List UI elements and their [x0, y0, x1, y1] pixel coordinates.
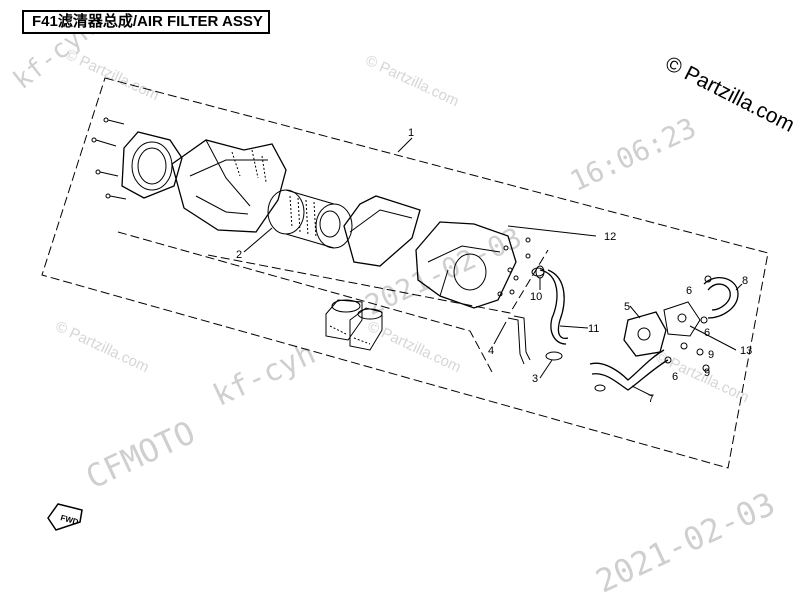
- airbox-upper-housing: [415, 221, 517, 309]
- fwd-label: FWD: [59, 513, 79, 526]
- callout-7: 7: [648, 393, 654, 405]
- callout-10: 10: [530, 291, 542, 303]
- hose-8: [703, 275, 739, 319]
- callout-9b: 9: [704, 367, 710, 379]
- breather-tube-4: [507, 315, 531, 365]
- valve-assembly: [623, 301, 701, 357]
- callout-12: 12: [604, 231, 616, 243]
- callout-6a: 6: [686, 285, 692, 297]
- airbox-lower-housing: [171, 139, 287, 233]
- small-fasteners: [509, 237, 710, 372]
- callout-2: 2: [236, 249, 242, 261]
- hose-7: [589, 349, 669, 392]
- bolt-group-left: [91, 117, 127, 200]
- callout-6c: 6: [672, 371, 678, 383]
- callout-4: 4: [488, 345, 494, 357]
- subassembly-outline-2: [117, 231, 493, 373]
- callout-3: 3: [532, 373, 538, 385]
- diagram-title: F41滤清器总成/AIR FILTER ASSY: [22, 10, 270, 34]
- callout-6b: 6: [704, 327, 710, 339]
- callout-13: 13: [740, 345, 752, 357]
- fwd-arrow-icon: [47, 503, 83, 531]
- callout-8: 8: [742, 275, 748, 287]
- assembly-outline: [41, 77, 769, 469]
- callout-1: 1: [408, 127, 414, 139]
- intake-duct-pair: [325, 299, 383, 351]
- callout-11: 11: [588, 323, 599, 335]
- filter-frame: [343, 195, 421, 267]
- callout-labels: 1 2 3 4 5 6 6 6 7 8 9 9 10 11 12 13: [236, 127, 752, 405]
- exploded-parts-drawing: 1 2 3 4 5 6 6 6 7 8 9 9 10 11 12 13 FWD: [41, 77, 769, 531]
- callout-5: 5: [624, 301, 630, 313]
- callout-9a: 9: [708, 349, 714, 361]
- leader-lines: [243, 137, 743, 397]
- intake-flange-plate: [121, 131, 183, 199]
- subassembly-outline: [207, 249, 549, 314]
- filter-element: [267, 189, 353, 249]
- diagram-canvas: kf-cyh © Partzilla.com © Partzilla.com 1…: [8, 10, 798, 600]
- hose-11: [531, 267, 569, 345]
